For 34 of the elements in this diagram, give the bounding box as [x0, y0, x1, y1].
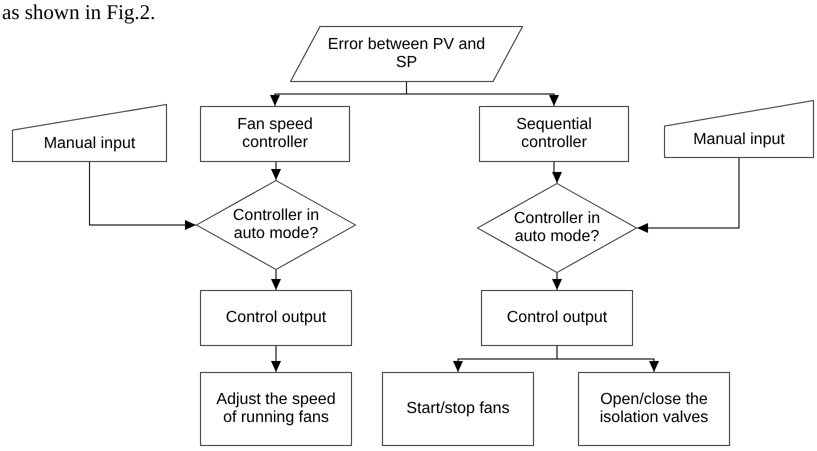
arrow — [271, 346, 281, 372]
process-box — [200, 290, 352, 346]
caption-text: as shown in Fig.2. — [2, 0, 156, 24]
node-text: Error between PV and SP — [326, 36, 486, 72]
process-box — [200, 106, 350, 162]
node-text: Start/stop fans — [406, 400, 510, 418]
node-text: Manual input — [44, 135, 136, 153]
arrow — [271, 162, 281, 180]
process-box — [481, 290, 633, 346]
process-box — [382, 372, 534, 446]
arrow — [271, 270, 281, 290]
node-text: Manual input — [693, 131, 785, 149]
arrow — [406, 82, 559, 106]
node-text: Fan speed controller — [236, 116, 314, 152]
process-box — [200, 372, 352, 446]
node-text: Controller in auto mode? — [232, 207, 320, 243]
manual-input-shape — [664, 100, 814, 158]
node-text: Controller in auto mode? — [512, 210, 602, 246]
arrow — [552, 272, 562, 290]
node-text: Sequential controller — [515, 116, 593, 152]
manual-input-shape — [12, 104, 167, 162]
decision-diamond — [196, 180, 356, 270]
data-parallelogram — [290, 26, 523, 82]
node-text: Adjust the speed of running fans — [215, 391, 337, 427]
node-text: Control output — [506, 309, 608, 327]
node-text: Open/close the isolation valves — [598, 391, 710, 427]
decision-diamond — [477, 183, 637, 273]
arrow — [636, 158, 740, 233]
arrow — [552, 162, 562, 184]
process-box — [479, 106, 629, 162]
arrow — [556, 346, 659, 372]
process-box — [578, 372, 730, 446]
arrow — [89, 162, 196, 230]
node-text: Control output — [226, 309, 326, 327]
